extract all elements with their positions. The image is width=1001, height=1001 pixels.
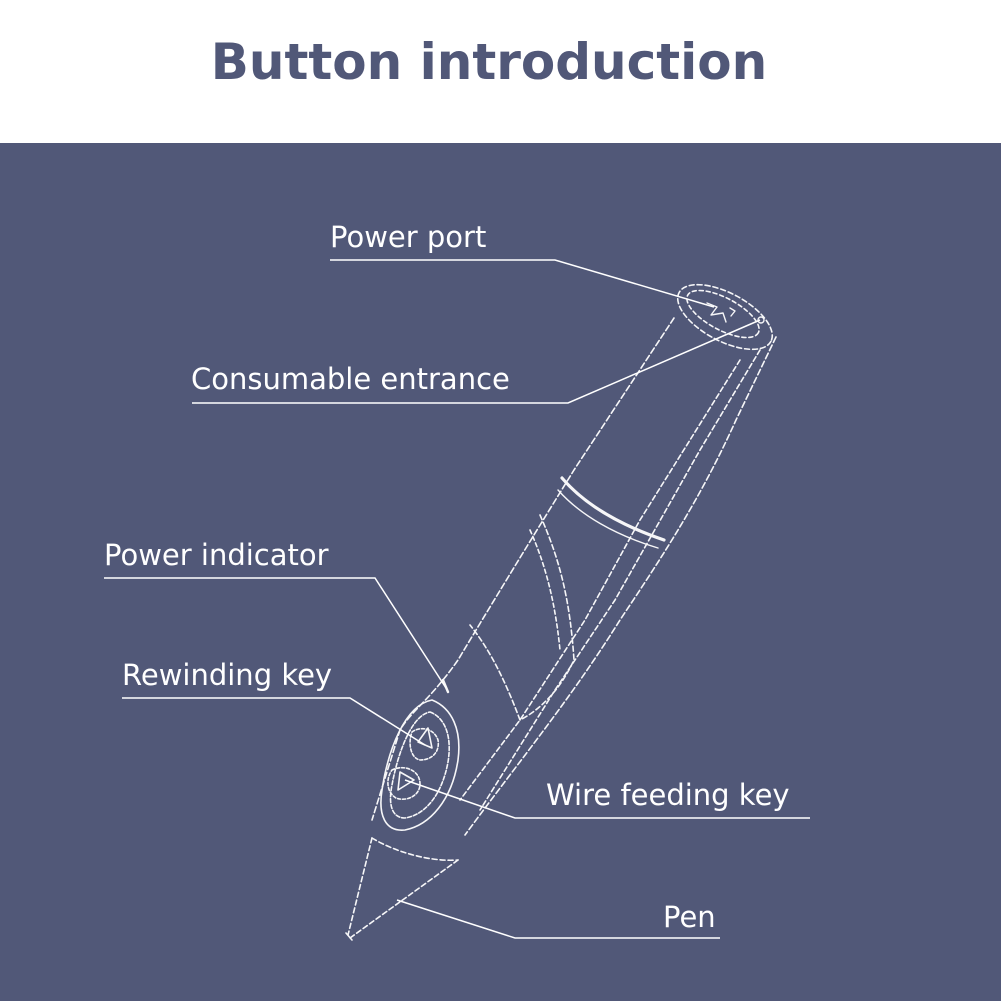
body-left-edge [371,317,675,821]
label-pen: Pen [663,900,716,934]
body-inner-ridge-2 [479,349,761,811]
header: Button introduction [0,0,1001,143]
label-wire-feeding-key: Wire feeding key [546,778,790,812]
grip-panel [469,514,575,721]
leader-consumable-entrance [192,319,761,404]
nozzle-left [347,837,373,936]
leader-wire-feeding-key [404,779,810,819]
pen-illustration [345,283,777,941]
nozzle-right [349,859,459,939]
leader-pen [396,899,720,939]
body-inner-ridge-1 [459,359,741,801]
label-rewinding-key: Rewinding key [122,658,333,692]
page-title: Button introduction [210,33,768,91]
button-housing-outer [380,699,460,831]
label-power-port: Power port [330,220,487,254]
leader-rewinding-key [122,697,426,746]
top-cap-outer [676,283,774,351]
top-cap-inner [686,289,760,339]
nozzle-tip [345,932,353,941]
power-port-icon [706,302,765,324]
label-consumable-entrance: Consumable entrance [191,362,510,396]
grip-panel-inner [529,529,561,651]
leader-power-port [330,259,715,308]
wire-feeding-key-icon [387,766,421,800]
grip-ring-upper [560,476,666,542]
diagram-panel [0,143,1001,1001]
leader-power-indicator [104,577,447,689]
grip-ring-lower [557,489,659,549]
body-right-edge [464,336,777,836]
leader-lines [104,259,810,939]
label-power-indicator: Power indicator [104,538,329,572]
button-housing-inner [389,711,450,819]
nozzle-collar [371,837,459,862]
